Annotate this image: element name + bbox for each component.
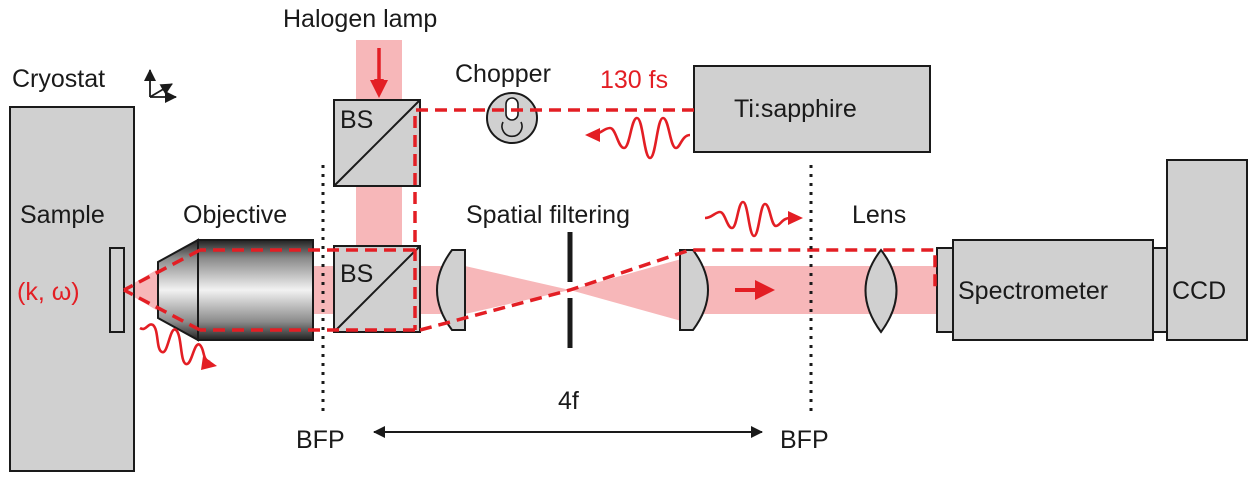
laser-beam-path [123,108,937,332]
propagation-arrow [735,280,775,300]
pulse-wave-emission [139,323,217,370]
halogen-arrow-head [370,80,388,98]
beam-splitter-top-label: BS [340,106,373,134]
lens-label: Lens [852,201,906,229]
spectrometer-body [952,239,1154,341]
pulse-wave-filtered [704,200,803,238]
beam-splitter-bottom-label: BS [340,260,373,288]
chopper-icon [486,92,538,144]
spatial-filtering-label: Spatial filtering [466,201,630,229]
lens-third [864,248,898,334]
lens-second [679,249,709,331]
halogen-lamp-label: Halogen lamp [283,5,437,33]
bfp-left-label: BFP [296,426,345,454]
chopper-label: Chopper [455,60,551,88]
sample-label: Sample [20,201,105,229]
k-omega-label: (k, ω) [17,278,80,306]
objective [157,238,314,342]
spectrometer-slit [936,247,954,333]
four-f-label: 4f [558,387,579,415]
cryostat-label: Cryostat [12,65,105,93]
laser-box [693,65,931,153]
bfp-right-label: BFP [780,426,829,454]
ccd-label: CCD [1172,277,1226,305]
pulse-wave-laser [585,116,691,160]
objective-label: Objective [183,201,287,229]
beam-splitter-bottom [333,245,421,333]
lens-first [436,249,466,331]
beam-splitter-top [333,99,421,187]
ccd-adapter [1152,247,1168,333]
ccd-camera [1166,159,1248,341]
laser-label: Ti:sapphire [734,95,857,123]
axes-icon [144,69,177,103]
sample-plate [109,247,125,333]
spectrometer-label: Spectrometer [958,277,1108,305]
pulse-duration-label: 130 fs [600,66,668,94]
